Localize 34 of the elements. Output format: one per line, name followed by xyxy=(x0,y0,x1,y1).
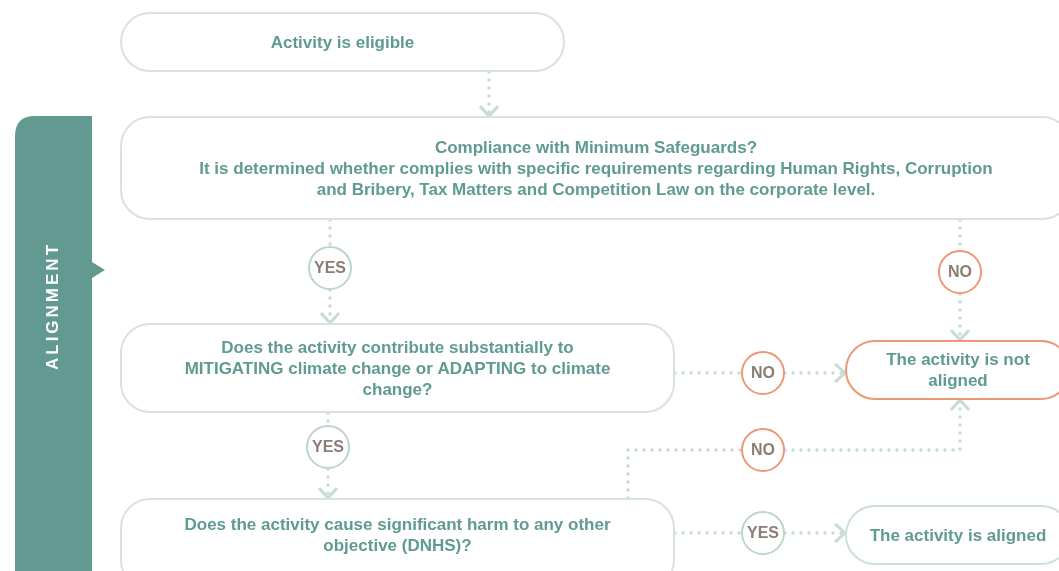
outcome-pill xyxy=(845,505,1059,565)
connector-arrow xyxy=(783,522,847,544)
answer-circle xyxy=(741,428,785,472)
section-label: ALIGNMENT xyxy=(43,242,63,370)
heading-text: Compliance with Minimum Safeguards? xyxy=(434,136,758,158)
answer-circle xyxy=(741,351,785,395)
decision-box xyxy=(120,116,1059,220)
body-text: The activity is not aligned xyxy=(885,349,1031,391)
connector-arrow xyxy=(478,70,500,118)
answer-label: NO xyxy=(948,263,972,281)
answer-label: NO xyxy=(751,364,775,382)
body-text: Activity is eligible xyxy=(270,31,415,53)
section-band xyxy=(15,116,107,571)
connector-arrow xyxy=(783,398,971,452)
answer-label: YES xyxy=(314,259,346,277)
answer-circle xyxy=(308,246,352,290)
answer-circle xyxy=(938,250,982,294)
decision-box xyxy=(120,323,675,413)
outcome-pill xyxy=(845,340,1059,400)
decision-box xyxy=(120,498,675,571)
answer-circle xyxy=(741,511,785,555)
connector-arrow xyxy=(317,467,339,500)
body-text: Does the activity contribute substantially to MITIGATING climate change or ADAPTING to climate change? xyxy=(183,336,612,400)
body-text: It is determined whether complies with specific requirements regarding Human Rights, Corruption and Bribery, Tax Matters and Competition Law on the corporate level. xyxy=(198,157,994,200)
connector-arrow xyxy=(949,292,971,342)
connector-arrow xyxy=(783,362,847,384)
answer-label: YES xyxy=(312,438,344,456)
body-text: The activity is aligned xyxy=(869,524,1047,546)
process-box xyxy=(120,12,565,72)
answer-circle xyxy=(306,425,350,469)
body-text: Does the activity cause significant harm to any other objective (DNHS)? xyxy=(183,514,612,556)
answer-label: NO xyxy=(751,441,775,459)
answer-label: YES xyxy=(747,524,779,542)
connector-arrow xyxy=(319,288,341,325)
